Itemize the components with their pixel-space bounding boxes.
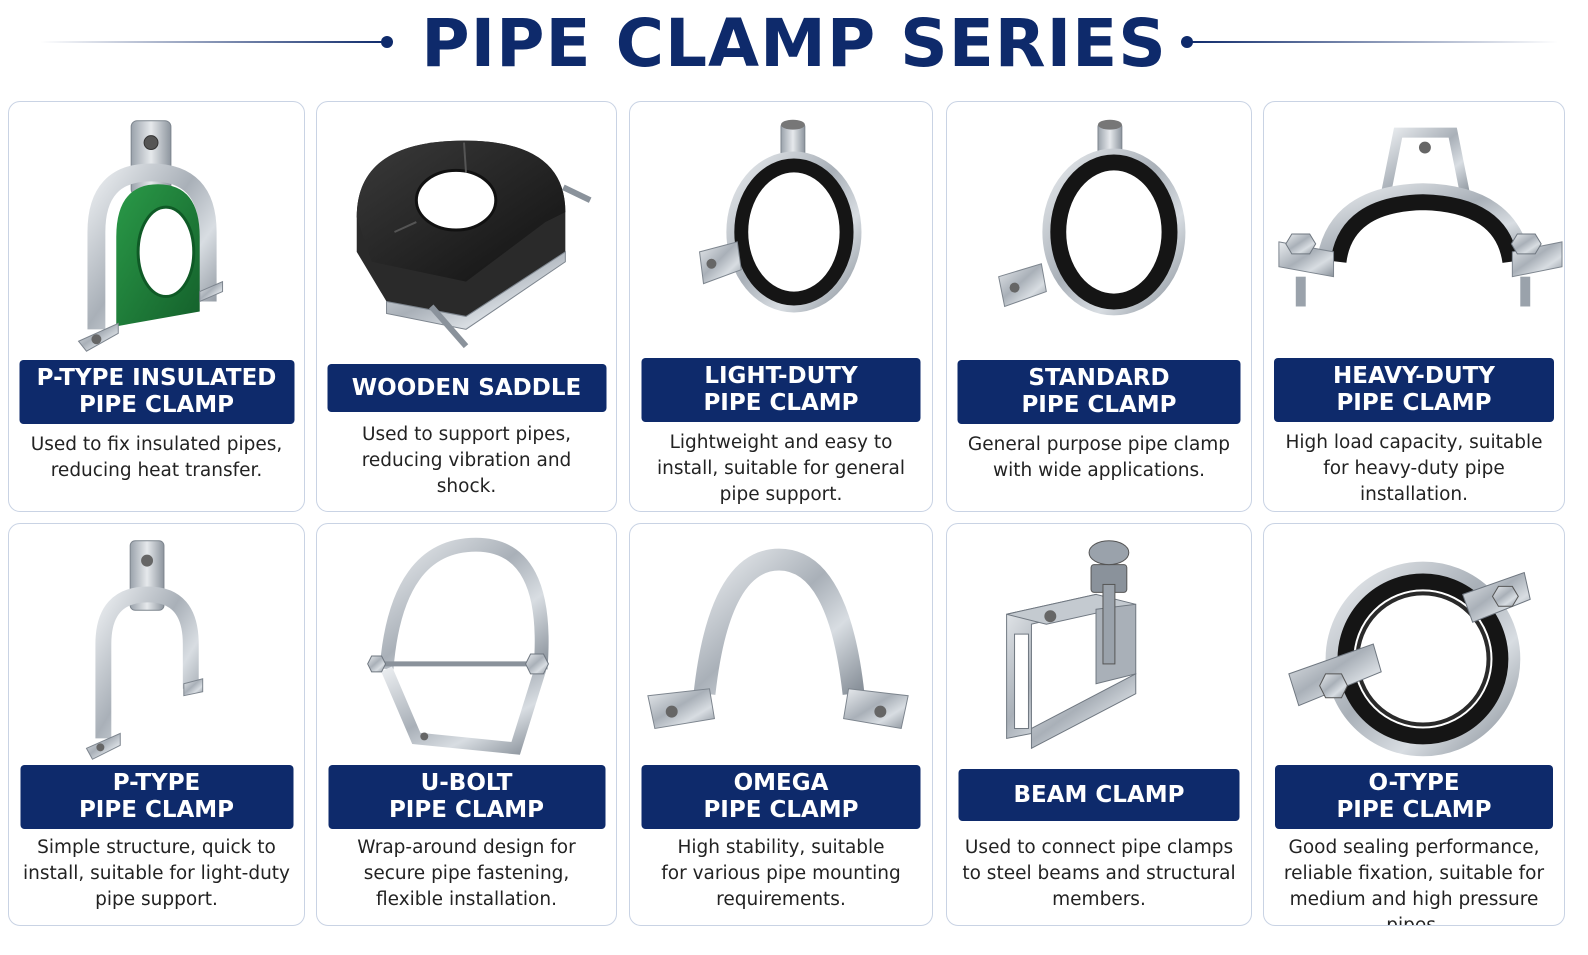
product-card-p-type[interactable]: P-TYPE PIPE CLAMP Simple structure, quic… (8, 523, 305, 926)
product-title-badge: P-TYPE PIPE CLAMP (20, 765, 293, 829)
product-title-line2: PIPE CLAMP (1336, 797, 1492, 823)
product-title-line2: PIPE CLAMP (703, 797, 859, 823)
product-title-badge: STANDARD PIPE CLAMP (957, 360, 1241, 424)
product-card-omega[interactable]: OMEGA PIPE CLAMP High stability, suitabl… (629, 523, 933, 926)
product-title-badge: HEAVY-DUTY PIPE CLAMP (1274, 358, 1554, 422)
p-type-insulated-clamp-icon (9, 102, 304, 357)
page-title: PIPE CLAMP SERIES (421, 5, 1167, 82)
product-description: High load capacity, suitable for heavy-d… (1285, 432, 1543, 505)
product-title-line1: O-TYPE (1368, 770, 1460, 796)
product-title-line2: PIPE CLAMP (1336, 390, 1492, 416)
standard-clamp-icon (947, 102, 1251, 357)
product-card-standard[interactable]: STANDARD PIPE CLAMP General purpose pipe… (946, 101, 1252, 512)
product-card-o-type[interactable]: O-TYPE PIPE CLAMP Good sealing performan… (1263, 523, 1565, 926)
product-description: Simple structure, quick to install, suit… (22, 837, 291, 910)
product-title-line2: PIPE CLAMP (1021, 392, 1177, 418)
product-title-badge: WOODEN SADDLE (327, 364, 606, 412)
product-card-p-type-insulated[interactable]: P-TYPE INSULATED PIPE CLAMP Used to fix … (8, 101, 305, 512)
light-duty-clamp-icon (630, 102, 932, 357)
product-title-line2: PIPE CLAMP (388, 797, 545, 823)
product-description: Good sealing performance, reliable fixat… (1283, 837, 1545, 926)
beam-clamp-icon (947, 524, 1251, 779)
product-title-line2: PIPE CLAMP (703, 390, 859, 416)
product-description: Lightweight and easy to install, suitabl… (656, 432, 905, 505)
product-title-line1: U-BOLT (420, 770, 513, 796)
product-description: General purpose pipe clamp with wide app… (967, 434, 1231, 481)
product-card-light-duty[interactable]: LIGHT-DUTY PIPE CLAMP Lightweight and ea… (629, 101, 933, 512)
title-rule-left (40, 41, 385, 43)
omega-clamp-icon (630, 524, 932, 779)
product-title-line1: P-TYPE INSULATED (36, 365, 277, 391)
product-description: Used to fix insulated pipes, reducing he… (30, 434, 283, 481)
product-title-line1: OMEGA (733, 770, 829, 796)
p-type-clamp-icon (9, 524, 304, 779)
product-title-badge: BEAM CLAMP (958, 769, 1240, 821)
product-card-heavy-duty[interactable]: HEAVY-DUTY PIPE CLAMP High load capacity… (1263, 101, 1565, 512)
product-title-badge: P-TYPE INSULATED PIPE CLAMP (19, 360, 294, 424)
product-title-line1: P-TYPE (112, 770, 201, 796)
product-title-line2: PIPE CLAMP (78, 392, 235, 418)
product-title-badge: U-BOLT PIPE CLAMP (328, 765, 605, 829)
product-card-beam-clamp[interactable]: BEAM CLAMP Used to connect pipe clamps t… (946, 523, 1252, 926)
o-type-clamp-icon (1264, 524, 1564, 779)
product-description: Used to support pipes, reducing vibratio… (361, 424, 572, 497)
product-title-line1: HEAVY-DUTY (1333, 363, 1495, 389)
product-title-line1: STANDARD (1028, 365, 1170, 391)
product-description: Used to connect pipe clamps to steel bea… (962, 837, 1236, 910)
product-description: Wrap-around design for secure pipe faste… (357, 837, 576, 910)
product-title-line1: LIGHT-DUTY (704, 363, 858, 389)
product-title-line2: PIPE CLAMP (78, 797, 235, 823)
product-title-line1: BEAM CLAMP (1013, 781, 1185, 808)
product-card-wooden-saddle[interactable]: WOODEN SADDLE Used to support pipes, red… (316, 101, 617, 512)
page-header: PIPE CLAMP SERIES (0, 0, 1588, 90)
heavy-duty-clamp-icon (1264, 102, 1564, 357)
title-dot-left (381, 36, 393, 48)
product-title-badge: O-TYPE PIPE CLAMP (1275, 765, 1553, 829)
title-dot-right (1181, 36, 1193, 48)
product-title-badge: OMEGA PIPE CLAMP (641, 765, 921, 829)
product-card-u-bolt[interactable]: U-BOLT PIPE CLAMP Wrap-around design for… (316, 523, 617, 926)
product-title-badge: LIGHT-DUTY PIPE CLAMP (641, 358, 921, 422)
product-description: High stability, suitable for various pip… (661, 837, 901, 910)
wooden-saddle-icon (317, 102, 616, 357)
product-title-line1: WOODEN SADDLE (351, 374, 582, 401)
title-rule-right (1188, 41, 1558, 43)
u-bolt-clamp-icon (317, 524, 616, 779)
